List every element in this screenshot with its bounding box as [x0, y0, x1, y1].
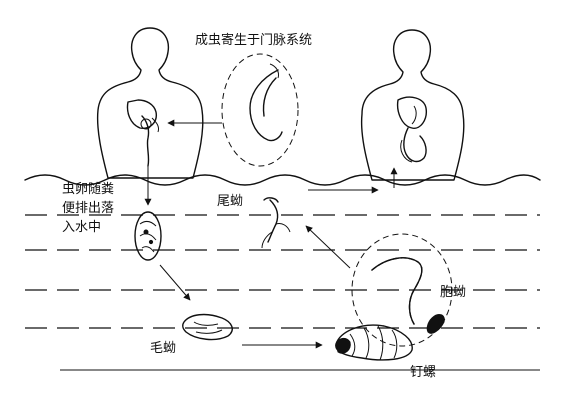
cercaria-drawing: [261, 197, 291, 249]
label-sporocyst: 胞蚴: [440, 285, 466, 300]
label-eggs-line-3: 入水中: [62, 220, 101, 235]
egg-label-group: 虫卵随粪 便排出落 入水中: [62, 182, 114, 235]
left-human-figure: [96, 27, 204, 179]
label-adult: 成虫寄生于门脉系统: [195, 32, 312, 48]
egg-drawing: [134, 211, 162, 261]
label-snail: 钉螺: [410, 365, 436, 380]
label-cercaria: 尾蚴: [217, 194, 243, 209]
label-miracidium: 毛蚴: [150, 341, 176, 356]
water-lines: [24, 174, 541, 371]
right-human-figure: [360, 29, 465, 181]
miracidium-drawing: [181, 313, 233, 341]
snail-drawing: [335, 324, 413, 361]
sporocyst-callout: [351, 233, 453, 347]
adult-worm-callout: [167, 53, 299, 167]
label-eggs-line-2: 便排出落: [62, 201, 114, 216]
label-eggs-line-1: 虫卵随粪: [62, 182, 114, 197]
